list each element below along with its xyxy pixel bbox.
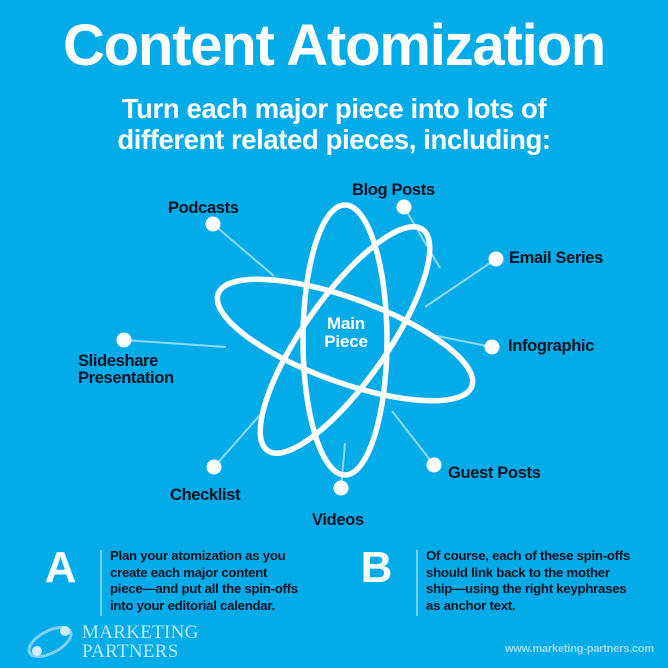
node-label-checklist: Checklist: [170, 486, 241, 504]
brand-logo-line-2: PARTNERS: [82, 641, 179, 663]
node-dot-guest-posts: [426, 457, 442, 473]
leader-line-infographic: [426, 333, 493, 348]
node-dot-infographic: [484, 339, 500, 355]
callout-a-line-1: Plan your atomization as you: [110, 548, 286, 563]
callout-a-line-2: create each major content: [110, 564, 268, 580]
page-title: Content Atomization: [62, 13, 606, 78]
orbit-vertical: [300, 202, 390, 478]
callout-b-line-4: as anchor text.: [426, 597, 516, 613]
callout-b-divider: [416, 550, 418, 616]
brand-logo[interactable]: MARKETING PARTNERS: [24, 623, 199, 662]
node-label-podcasts: Podcasts: [168, 199, 239, 217]
node-label-videos: Videos: [312, 511, 364, 529]
node-dot-checklist: [206, 459, 222, 475]
callout-b: B Of course, each of these spin-offs sho…: [346, 543, 646, 620]
callout-b-letter: B: [360, 543, 393, 592]
leader-line-email-series: [424, 258, 497, 308]
footer: MARKETING PARTNERS www.marketing-partner…: [0, 620, 668, 668]
callouts-section: A Plan your atomization as you create ea…: [0, 543, 668, 620]
page-subtitle: Turn each major piece into lots of diffe…: [0, 93, 668, 156]
leader-line-podcasts: [212, 223, 275, 277]
callout-a-body: Plan your atomization as you create each…: [110, 548, 330, 615]
node-label-videos-line-1: Videos: [312, 511, 364, 529]
callout-a-divider: [100, 550, 102, 616]
leader-line-videos: [340, 442, 346, 489]
node-label-guest-posts-line-1: Guest Posts: [448, 464, 541, 482]
callout-a-line-4: into your editorial calendar.: [110, 597, 275, 613]
node-label-checklist-line-1: Checklist: [170, 486, 241, 504]
website-url[interactable]: www.marketing-partners.com: [504, 643, 654, 655]
leader-line-slideshare: [123, 339, 227, 348]
node-label-infographic: Infographic: [508, 337, 594, 355]
atom-orbits: [214, 202, 476, 478]
leader-line-checklist: [213, 414, 261, 468]
leader-line-guest-posts: [391, 410, 435, 466]
node-dot-blog-posts: [396, 199, 412, 215]
node-label-guest-posts: Guest Posts: [448, 464, 541, 482]
leader-lines-group: [123, 206, 497, 489]
brand-logo-wordmark: MARKETING PARTNERS: [82, 623, 199, 662]
callout-a-line-3: piece—and put all the spin-offs: [110, 581, 298, 597]
node-label-slideshare-line-2: Presentation: [78, 369, 174, 388]
node-label-slideshare-line-1: Slideshare: [78, 352, 158, 370]
node-label-podcasts-line-1: Podcasts: [168, 199, 239, 217]
callout-b-line-1: Of course, each of these spin-offs: [426, 548, 631, 563]
subtitle-line-1: Turn each major piece into lots of: [121, 93, 547, 124]
node-label-blog-posts-line-1: Blog Posts: [352, 181, 435, 199]
node-label-email-series-line-1: Email Series: [509, 249, 603, 267]
brand-logo-line-1: MARKETING: [82, 622, 199, 643]
orbit-ring-icon: [27, 626, 73, 659]
node-dot-videos: [333, 480, 349, 496]
node-label-infographic-line-1: Infographic: [508, 337, 594, 355]
subtitle-line-2: different related pieces, including:: [117, 123, 551, 155]
node-dot-email-series: [488, 251, 504, 267]
node-dot-slideshare: [116, 332, 132, 348]
callout-a-letter: A: [44, 543, 77, 592]
node-dots-group: [116, 199, 504, 496]
orbit-tilt-right: [214, 276, 476, 404]
atom-orbits-svg: [116, 199, 504, 496]
node-label-blog-posts: Blog Posts: [352, 181, 435, 199]
orbit-tilt-left: [257, 224, 433, 456]
node-dot-podcasts: [205, 216, 221, 232]
callout-b-body: Of course, each of these spin-offs shoul…: [426, 548, 646, 615]
callout-b-line-2: should link back to the mother: [426, 564, 610, 580]
leader-line-blog-posts: [403, 206, 441, 269]
node-label-email-series: Email Series: [509, 249, 603, 267]
callout-b-line-3: ship—using the right keyphrases: [426, 581, 627, 597]
callout-a: A Plan your atomization as you create ea…: [30, 543, 330, 620]
